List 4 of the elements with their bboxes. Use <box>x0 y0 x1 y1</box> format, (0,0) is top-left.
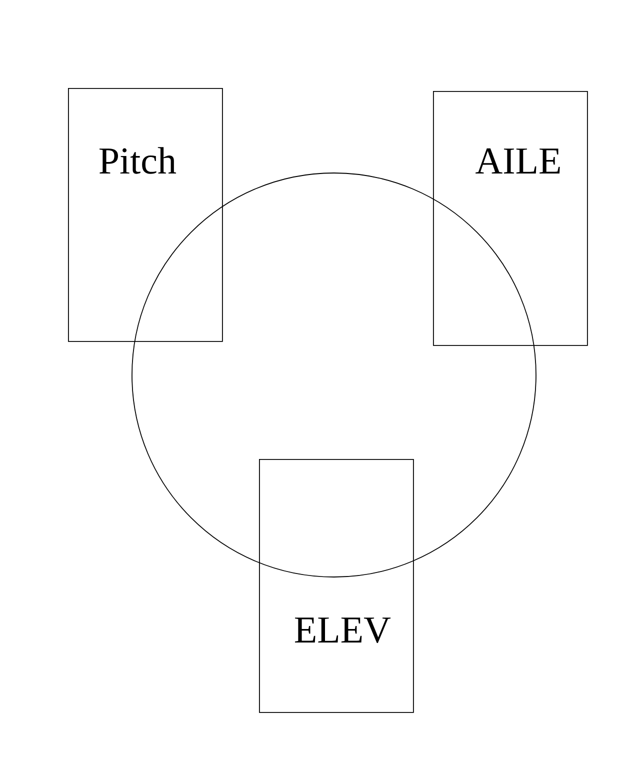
text-box: Pitch <box>68 88 223 342</box>
text-box: ELEV <box>259 459 414 713</box>
circle <box>132 172 536 578</box>
text-box: AILE <box>433 91 588 346</box>
